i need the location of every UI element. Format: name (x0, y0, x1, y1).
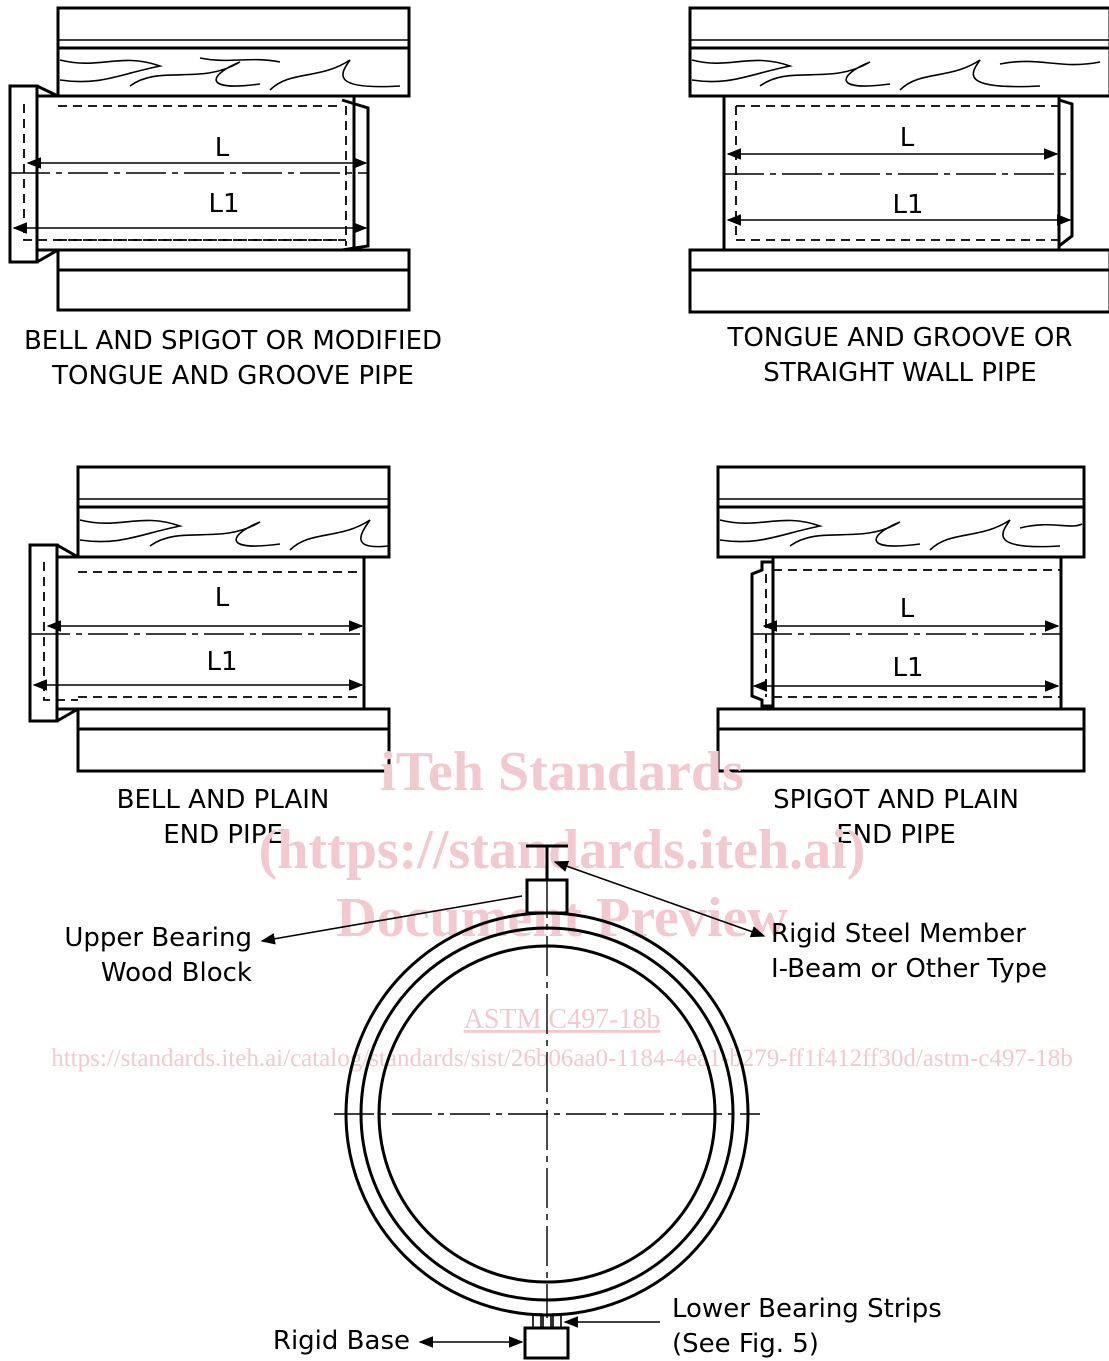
lower-bearing-beam (76, 707, 391, 773)
watermark-line2: (https://standards.iteh.ai) (259, 819, 866, 881)
lower-bearing-beam (716, 707, 1086, 773)
upper-bearing-beam (56, 6, 411, 98)
dimension-l1-label: L1 (208, 189, 239, 219)
upper-bearing-leader (260, 895, 523, 945)
upper-bearing-beam (688, 6, 1109, 98)
dimension-l1-label: L1 (892, 653, 923, 683)
pipe-section (8, 84, 370, 264)
rigid-steel-member (526, 844, 568, 880)
panel-caption-line1: TONGUE AND GROOVE OR (727, 323, 1073, 353)
dimension-l-label: L (215, 583, 230, 613)
rigid-base-label: Rigid Base (273, 1326, 410, 1356)
lower-bearing-beam (56, 248, 411, 312)
watermark-line5: https://standards.iteh.ai/catalog/standa… (51, 1045, 1073, 1072)
rigid-base (523, 1326, 570, 1360)
panel-caption-line2: END PIPE (163, 820, 283, 850)
rigid-steel-label-line2: I-Beam or Other Type (771, 954, 1047, 984)
watermark-line4: ASTM C497-18b (464, 1004, 661, 1035)
upper-bearing-beam (716, 465, 1086, 559)
dimension-l-label: L (215, 133, 230, 163)
panel-bell-and-plain: L L1 BELL AND PLAIN END PIPE (28, 465, 391, 850)
watermark-line3: Document Preview (336, 887, 788, 949)
watermark-line1: iTeh Standards (380, 741, 744, 803)
panel-spigot-and-plain: L L1 SPIGOT AND PLAIN END PIPE (716, 465, 1086, 850)
upper-bearing-label-line2: Wood Block (101, 958, 252, 988)
pipe-section (722, 94, 1074, 252)
lower-strips-label-line1: Lower Bearing Strips (672, 1294, 942, 1324)
dimension-l1-label: L1 (206, 647, 237, 677)
lower-bearing-beam (688, 248, 1109, 314)
pipe-section (28, 543, 366, 723)
dimension-l1-label: L1 (892, 190, 923, 220)
panel-tongue-and-groove: L L1 TONGUE AND GROOVE OR STRAIGHT WALL … (688, 6, 1109, 388)
panel-caption-line2: TONGUE AND GROOVE PIPE (51, 361, 414, 391)
panel-caption-line1: SPIGOT AND PLAIN (773, 785, 1019, 815)
panel-bell-and-spigot: L L1 BELL AND SPIGOT OR MODIFIED TONGUE … (8, 6, 442, 391)
pipe-section (750, 555, 1063, 711)
bearing-cross-section: Upper Bearing Wood Block Rigid Steel Mem… (64, 844, 1047, 1360)
upper-bearing-beam (76, 465, 391, 559)
lower-strips-label-line2: (See Fig. 5) (672, 1329, 819, 1359)
dimension-l-label: L (900, 594, 915, 624)
panel-caption-line1: BELL AND PLAIN (117, 785, 330, 815)
panel-caption-line1: BELL AND SPIGOT OR MODIFIED (24, 326, 442, 356)
upper-bearing-label-line1: Upper Bearing (64, 923, 252, 953)
dimension-l-label: L (900, 123, 915, 153)
rigid-steel-label-line1: Rigid Steel Member (771, 919, 1026, 949)
panel-caption-line2: END PIPE (836, 820, 956, 850)
rigid-steel-leader (553, 860, 766, 938)
panel-caption-line2: STRAIGHT WALL PIPE (763, 358, 1036, 388)
